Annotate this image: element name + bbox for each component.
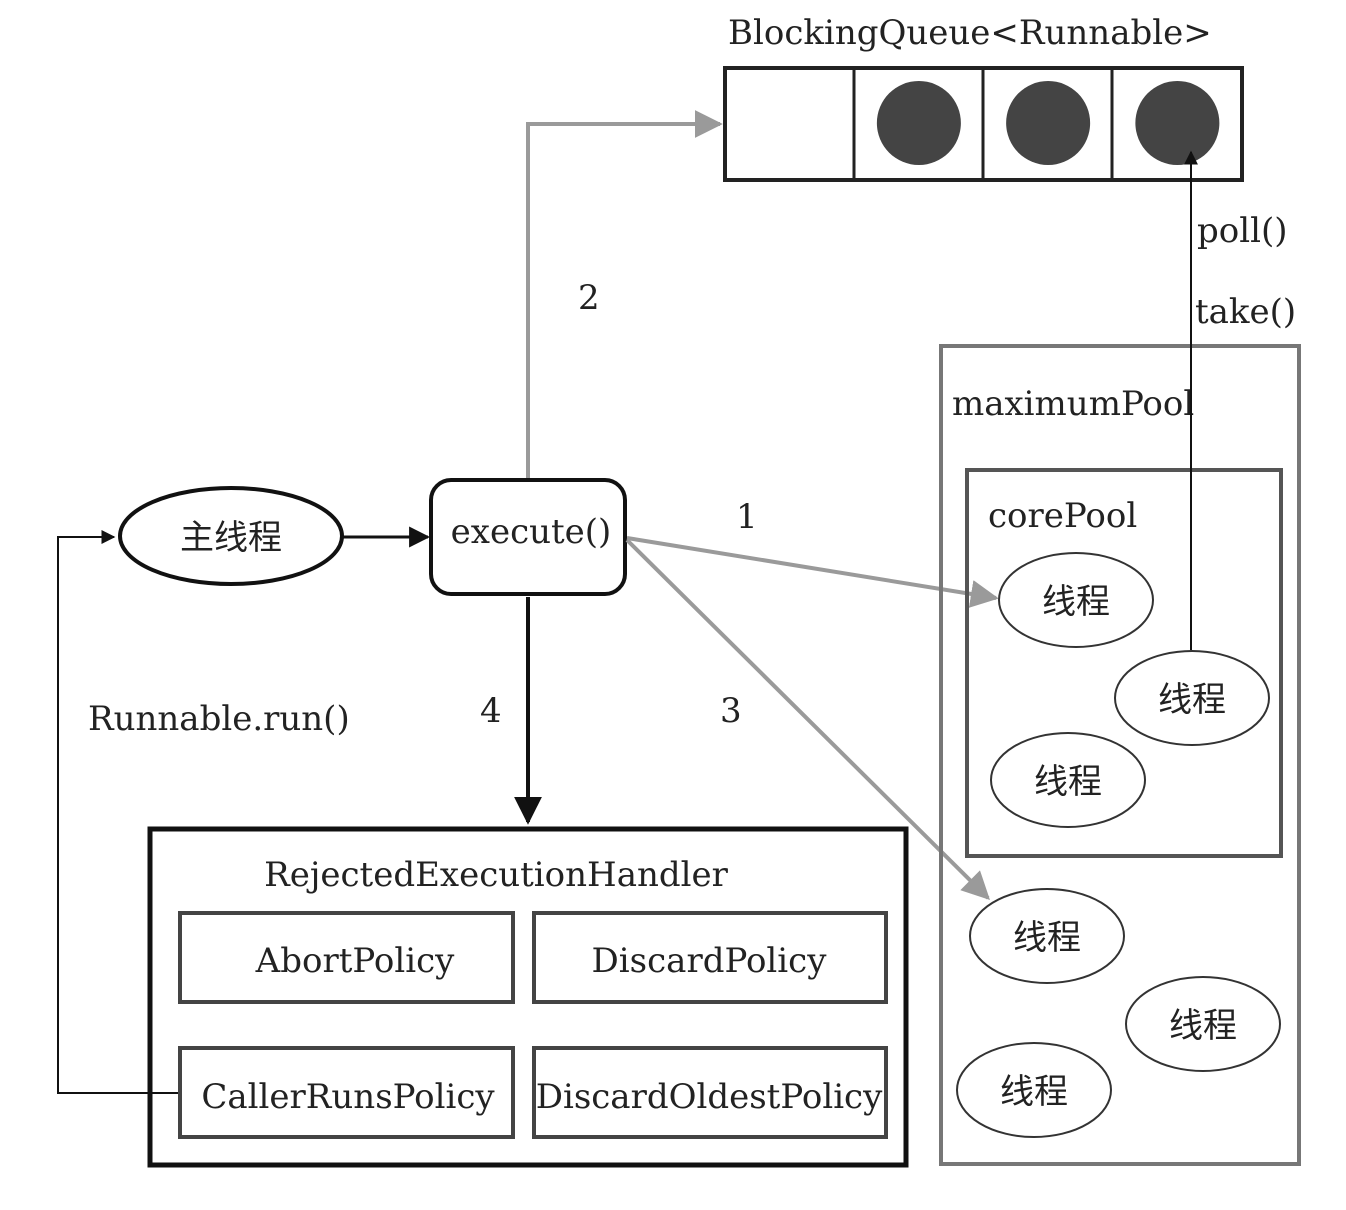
step-3-label: 3: [720, 691, 742, 731]
discard-oldest-policy-label: DiscardOldestPolicy: [536, 1077, 883, 1117]
core-thread-node: [1114, 650, 1270, 746]
core-thread-label: 线程: [1034, 762, 1102, 802]
poll-label: poll(): [1197, 211, 1288, 251]
pool-thread-node: [969, 888, 1125, 984]
core-pool-box: [965, 468, 1283, 858]
core-thread-label: 线程: [1042, 582, 1110, 622]
main-thread-node: [118, 486, 344, 586]
step-4-label: 4: [480, 691, 502, 731]
execute-node: [429, 478, 627, 596]
queue-dots: [876, 81, 1220, 165]
discard-oldest-policy-box: [532, 1046, 888, 1139]
rejected-handler-box: [147, 826, 909, 1168]
core-thread-label: 线程: [1158, 680, 1226, 720]
queue-title: BlockingQueue<Runnable>: [728, 13, 1212, 53]
abort-policy-label: AbortPolicy: [255, 941, 455, 981]
abort-policy-box: [178, 911, 515, 1004]
caller-runs-policy-box: [178, 1046, 515, 1139]
core-thread-node: [990, 732, 1146, 828]
step-1-label: 1: [736, 497, 758, 537]
pool-thread-label: 线程: [1169, 1006, 1237, 1046]
queued-task-dot: [1006, 81, 1091, 165]
pool-thread-label: 线程: [1000, 1072, 1068, 1112]
queued-task-dot: [1135, 81, 1220, 165]
caller-runs-policy-label: CallerRunsPolicy: [201, 1077, 495, 1117]
take-label: take(): [1195, 292, 1296, 332]
arrow-step-1: [626, 536, 999, 608]
arrow-step-2: [526, 110, 723, 478]
execute-label: execute(): [451, 512, 612, 552]
step-2-label: 2: [578, 278, 600, 318]
discard-policy-box: [532, 911, 888, 1004]
pool-thread-label: 线程: [1013, 918, 1081, 958]
runnable-run-label: Runnable.run(): [88, 699, 350, 739]
pool-thread-node: [1125, 976, 1281, 1072]
arrow-step-3: [625, 538, 990, 900]
pool-thread-node: [956, 1042, 1112, 1138]
arrow-caller-runs-feedback: [57, 530, 180, 1094]
discard-policy-label: DiscardPolicy: [592, 941, 828, 981]
maximum-pool-box: [939, 344, 1301, 1166]
main-thread-label: 主线程: [180, 518, 282, 558]
queued-task-dot: [876, 81, 961, 165]
core-pool-title: corePool: [988, 496, 1137, 536]
maximum-pool-title: maximumPool: [952, 384, 1194, 424]
blocking-queue: BlockingQueue<Runnable>: [723, 13, 1244, 182]
core-thread-node: [998, 552, 1154, 648]
rejected-handler-title: RejectedExecutionHandler: [264, 855, 729, 895]
